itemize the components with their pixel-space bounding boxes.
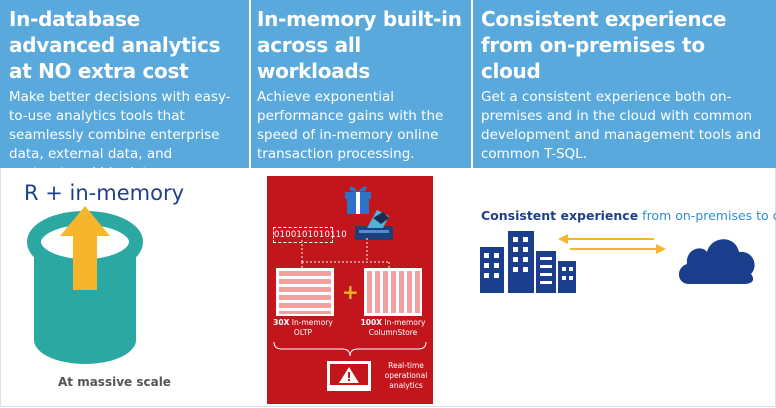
cloud-icon [678,239,755,284]
binary-stream: 0100101010110 [273,227,347,243]
brace-connector [273,341,427,357]
hand-card-icon [355,210,393,240]
oltp-label: 30X In-memory OLTP [273,318,333,337]
column-body: Make better decisions with easy-to-use a… [9,89,231,181]
panel-caption: At massive scale [58,375,171,389]
column-body: Get a consistent experience both on-prem… [481,89,762,162]
column-divider [249,0,251,168]
panel-title: R + in-memory [24,181,185,205]
warning-icon [327,361,371,391]
column-analytics: In-database advanced analytics at NO ext… [9,6,247,183]
column-title: Consistent experience from on-premises t… [481,7,727,83]
buildings-icon [480,231,576,293]
table-grid-icon [276,268,334,316]
columnstore-icon [364,268,422,316]
header-band [0,0,776,168]
realtime-label: Real-time operational analytics [384,361,428,390]
column-title: In-memory built-in across all workloads [257,7,462,83]
column-divider [471,0,473,168]
panel-title: Consistent experience from on-premises t… [481,208,776,223]
column-body: Achieve exponential performance gains wi… [257,89,444,162]
cylinder-icon [27,206,143,364]
up-arrow-icon [60,206,110,290]
columnstore-label: 100X In-memory ColumnStore [360,318,426,337]
column-title: In-database advanced analytics at NO ext… [9,7,221,83]
double-arrow-icon [558,234,666,254]
plus-sign: + [342,280,359,304]
column-consistent: Consistent experience from on-premises t… [481,6,769,164]
flow-connectors [301,238,390,270]
gift-icon [345,186,371,214]
column-inmemory: In-memory built-in across all workloads … [257,6,465,164]
